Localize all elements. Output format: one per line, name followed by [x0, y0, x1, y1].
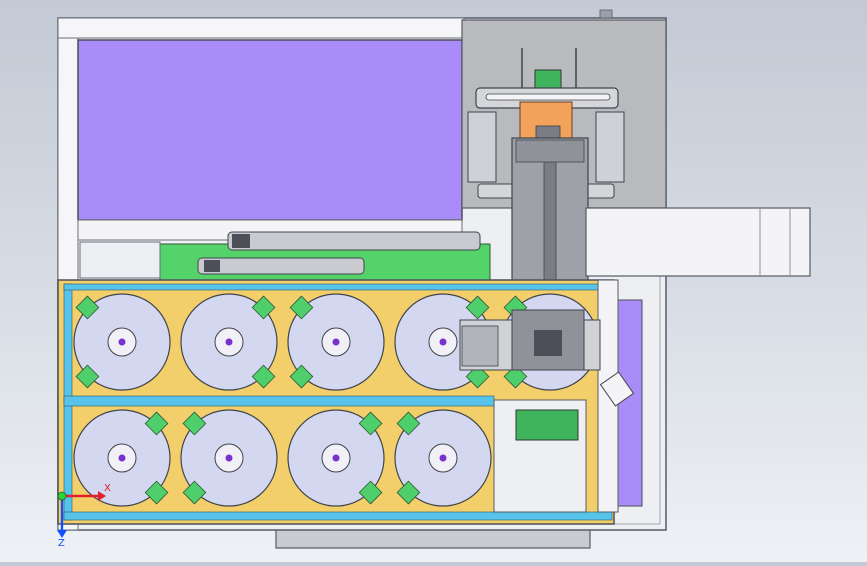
tray-rail-bottom — [63, 511, 613, 521]
disc-center — [225, 454, 233, 462]
green-spacer — [182, 411, 207, 436]
disc-center — [118, 454, 126, 462]
green-spacer — [396, 411, 421, 436]
green-spacer — [182, 480, 207, 505]
side-bracket-left — [467, 111, 497, 183]
tray-cell — [73, 293, 171, 391]
latch-guard — [599, 371, 635, 407]
green-spacer — [251, 364, 276, 389]
upper-cylinder — [227, 231, 481, 251]
tray-rail-middle — [63, 395, 495, 407]
pick-head-motor — [461, 325, 499, 367]
coordinate-triad: X Z — [57, 483, 111, 549]
green-spacer — [396, 480, 421, 505]
extension-arm — [585, 207, 811, 277]
frame-top-rail — [57, 17, 465, 39]
top-tab — [599, 9, 613, 19]
lower-cylinder-cap — [204, 260, 220, 272]
tray-cell — [287, 293, 385, 391]
disc-center — [439, 454, 447, 462]
touch-screen-panel — [77, 39, 463, 221]
disc-center — [439, 338, 447, 346]
green-spacer — [358, 480, 383, 505]
disc-center — [118, 338, 126, 346]
green-spacer — [75, 364, 100, 389]
origin-dot — [57, 491, 67, 501]
axis-top-cap — [515, 139, 585, 163]
x-axis-arrowhead — [98, 491, 106, 501]
upper-cylinder-cap — [232, 234, 250, 248]
green-spacer — [465, 364, 490, 389]
green-spacer — [251, 295, 276, 320]
z-axis-arrowhead — [57, 530, 67, 538]
conveyor-end-housing — [79, 241, 161, 279]
green-spacer — [289, 364, 314, 389]
green-spacer — [289, 295, 314, 320]
side-bracket-right — [595, 111, 625, 183]
slot-bar-groove — [485, 93, 611, 101]
pick-head-gripper — [534, 330, 562, 356]
base-plate — [275, 527, 591, 549]
disc-center — [332, 454, 340, 462]
green-spacer — [465, 295, 490, 320]
green-spacer — [503, 364, 528, 389]
z-axis-label: Z — [58, 538, 65, 549]
tray-cell — [180, 293, 278, 391]
green-spacer — [75, 295, 100, 320]
green-spacer — [144, 411, 169, 436]
disc-center — [332, 338, 340, 346]
tray-cell — [73, 409, 171, 507]
green-spacer — [144, 480, 169, 505]
x-axis-label: X — [104, 483, 111, 494]
pickup-sensor — [515, 409, 579, 441]
tray-cell — [180, 409, 278, 507]
tray-cell — [287, 409, 385, 507]
tray-cell — [394, 409, 492, 507]
lower-cylinder — [197, 257, 365, 275]
disc-center — [225, 338, 233, 346]
disc-tray-grid — [73, 293, 599, 507]
green-spacer — [358, 411, 383, 436]
tray-rail-top — [63, 283, 613, 291]
